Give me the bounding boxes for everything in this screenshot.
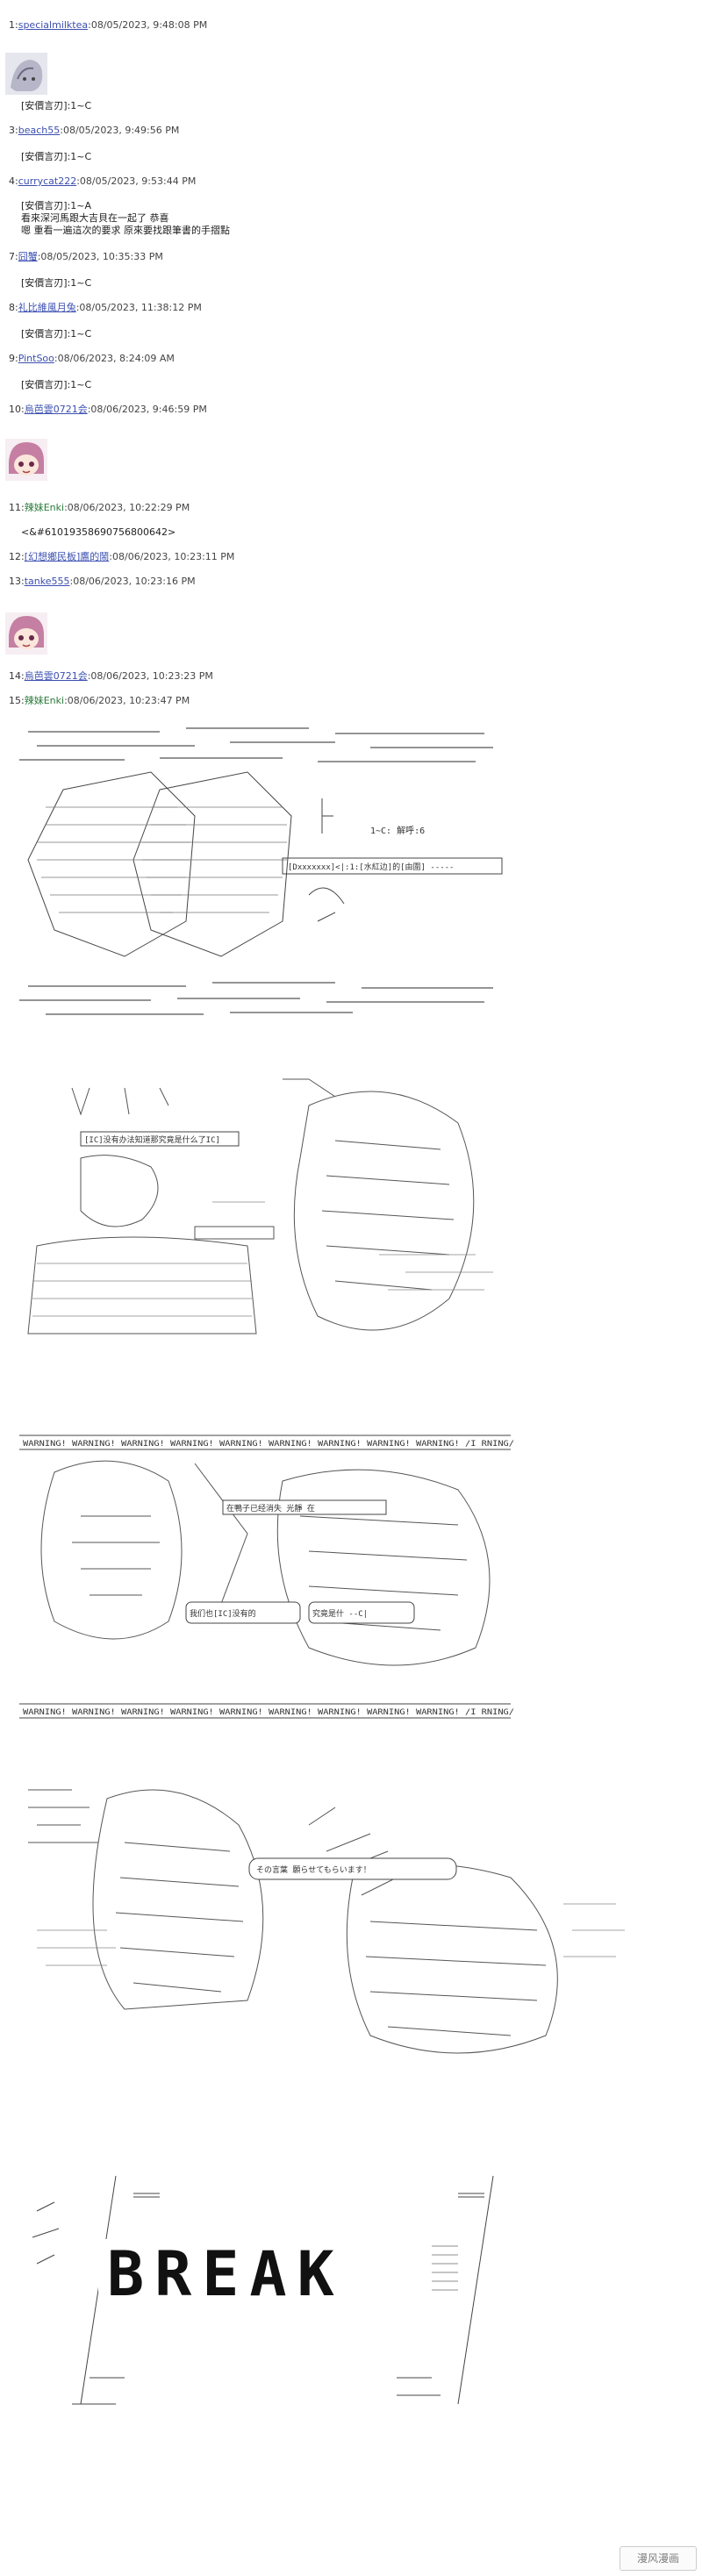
post-4: 4:currycat222:08/05/2023, 9:53:44 PM xyxy=(9,175,196,188)
post-body: <&#61019358690756800642> xyxy=(21,526,176,538)
post-body: [安價言刃]:1~C xyxy=(21,100,92,111)
scene-caption: [IC]没有办法知道那究竟是什么了IC] xyxy=(84,1134,220,1145)
poster-link[interactable]: 礼比維風月兔 xyxy=(18,302,76,313)
scene-label: 1~C: 解呼:6 xyxy=(370,825,425,836)
post-body: [安價言刃]:1~C xyxy=(21,277,92,289)
post-date: :08/06/2023, 10:23:23 PM xyxy=(87,670,213,682)
post-date: :08/05/2023, 9:48:08 PM xyxy=(88,19,208,31)
poster-link[interactable]: 烏芭雲0721会 xyxy=(24,404,88,415)
poster-link[interactable]: 囧蟹 xyxy=(18,251,38,262)
poster-link[interactable]: beach55 xyxy=(18,125,61,136)
post-3: 3:beach55:08/05/2023, 9:49:56 PM xyxy=(9,125,179,137)
post-number: 8: xyxy=(9,302,18,313)
post-12: 12:[幻想鄉民板]鷹的鬧:08/06/2023, 10:23:11 PM xyxy=(9,551,234,563)
post-body: [安價言刃]:1~C xyxy=(21,328,92,340)
post-14: 14:烏芭雲0721会:08/06/2023, 10:23:23 PM xyxy=(9,670,213,683)
post-body: 看來深河馬跟大吉貝在一起了 恭喜 xyxy=(21,212,169,224)
post-body: [安價言刃]:1~C xyxy=(21,151,92,162)
post-date: :08/06/2023, 10:23:47 PM xyxy=(64,695,190,706)
ascii-art-scene-1: 1~C: 解呼:6 [Dxxxxxxx]<|:1:[水紅边]的[由圍] ----… xyxy=(19,719,511,1035)
poster-link[interactable]: currycat222 xyxy=(18,175,77,187)
post-number: 10: xyxy=(9,404,25,415)
post-date: :08/05/2023, 9:53:44 PM xyxy=(76,175,197,187)
post-11: 11:辣妹Enki:08/06/2023, 10:22:29 PM xyxy=(9,502,190,514)
post-number: 7: xyxy=(9,251,18,262)
speech-bubble: その言葉 願らせてもらいます！ xyxy=(256,1864,371,1875)
avatar-icon xyxy=(5,53,47,95)
poster-link[interactable]: [幻想鄉民板]鷹的鬧 xyxy=(24,551,110,562)
post-13: 13:tanke555:08/06/2023, 10:23:16 PM xyxy=(9,576,196,588)
ascii-art-scene-4: その言葉 願らせてもらいます！ xyxy=(19,1772,634,2123)
post-10: 10:烏芭雲0721会:08/06/2023, 9:46:59 PM xyxy=(9,404,207,416)
poster-link[interactable]: PintSoo xyxy=(18,353,54,364)
post-1: 1:specialmilktea:08/05/2023, 9:48:08 PM xyxy=(9,19,207,32)
speech-bubble: 在鴨子已经消失 光靜 在 xyxy=(226,1503,315,1513)
post-number: 1: xyxy=(9,19,18,31)
post-number: 4: xyxy=(9,175,18,187)
post-date: :08/06/2023, 10:23:11 PM xyxy=(109,551,235,562)
post-number: 15: xyxy=(9,695,25,706)
post-date: :08/05/2023, 9:49:56 PM xyxy=(60,125,180,136)
avatar-icon xyxy=(5,612,47,655)
post-date: :08/06/2023, 9:46:59 PM xyxy=(87,404,207,415)
post-8: 8:礼比維風月兔:08/05/2023, 11:38:12 PM xyxy=(9,302,202,314)
speech-bubble: 我们也[IC]没有的 xyxy=(190,1608,256,1619)
post-number: 14: xyxy=(9,670,25,682)
post-date: :08/06/2023, 10:22:29 PM xyxy=(64,502,190,513)
post-body: [安價言刃]:1~A xyxy=(21,200,92,211)
post-body: [安價言刃]:1~C xyxy=(21,379,92,390)
warning-banner: WARNING! WARNING! WARNING! WARNING! WARN… xyxy=(23,1708,514,1717)
poster-name: 辣妹Enki xyxy=(24,695,65,706)
poster-link[interactable]: 烏芭雲0721会 xyxy=(24,670,88,682)
avatar-icon xyxy=(5,439,47,481)
post-15: 15:辣妹Enki:08/06/2023, 10:23:47 PM xyxy=(9,695,190,707)
post-number: 12: xyxy=(9,551,25,562)
post-7: 7:囧蟹:08/05/2023, 10:35:33 PM xyxy=(9,251,163,263)
post-number: 11: xyxy=(9,502,25,513)
post-number: 13: xyxy=(9,576,25,587)
break-title: BREAK xyxy=(107,2238,345,2310)
post-number: 3: xyxy=(9,125,18,136)
post-9: 9:PintSoo:08/06/2023, 8:24:09 AM xyxy=(9,353,175,365)
poster-link[interactable]: specialmilktea xyxy=(18,19,89,31)
poster-link[interactable]: tanke555 xyxy=(24,576,70,587)
scene-label: [Dxxxxxxx]<|:1:[水紅边]的[由圍] ----- xyxy=(288,862,454,872)
post-date: :08/06/2023, 10:23:16 PM xyxy=(69,576,196,587)
ascii-art-scene-break: BREAK xyxy=(19,2167,581,2413)
ascii-art-scene-3: WARNING! WARNING! WARNING! WARNING! WARN… xyxy=(19,1428,634,1727)
post-number: 9: xyxy=(9,353,18,364)
site-watermark: 漫风漫画 xyxy=(620,2546,697,2571)
poster-name: 辣妹Enki xyxy=(24,502,65,513)
warning-banner: WARNING! WARNING! WARNING! WARNING! WARN… xyxy=(23,1440,514,1449)
post-body: 嗯 重看一遍這次的要求 原來要找跟筆書的手摺點 xyxy=(21,225,230,236)
post-date: :08/05/2023, 10:35:33 PM xyxy=(37,251,163,262)
post-date: :08/06/2023, 8:24:09 AM xyxy=(54,353,175,364)
ascii-art-scene-2: [IC]没有办法知道那究竟是什么了IC] xyxy=(19,1070,511,1369)
post-date: :08/05/2023, 11:38:12 PM xyxy=(75,302,202,313)
speech-bubble: 究竟是什 --C| xyxy=(312,1608,368,1619)
